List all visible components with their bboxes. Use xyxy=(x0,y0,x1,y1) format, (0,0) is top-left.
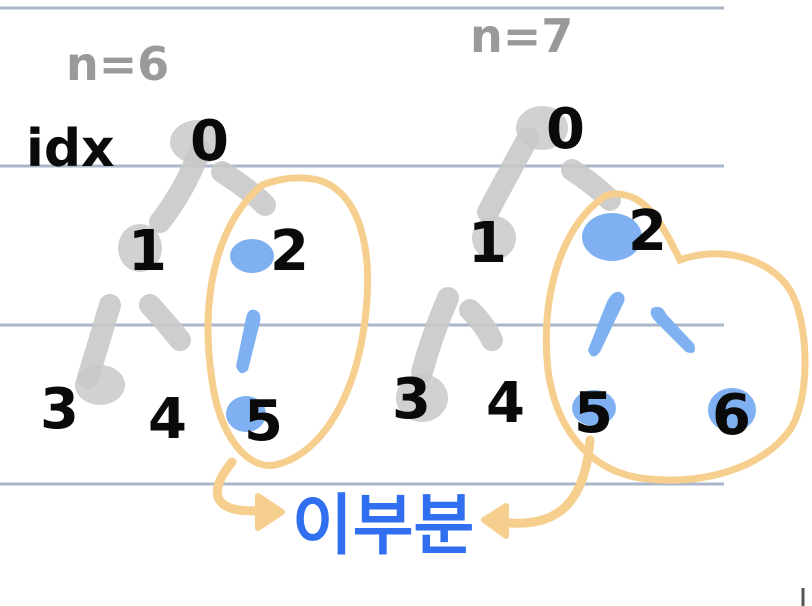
right-arrow-head xyxy=(481,503,509,539)
left-blue-highlights xyxy=(226,239,274,432)
left-node-2: 2 xyxy=(270,219,309,284)
edge-1-3 xyxy=(411,287,459,383)
right-node-2: 2 xyxy=(628,199,667,264)
node-2-highlight xyxy=(582,213,642,261)
left-node-3: 3 xyxy=(40,377,79,442)
left-node-4: 4 xyxy=(148,387,187,452)
left-arrow-to-caption xyxy=(212,457,270,516)
edge-0-2 xyxy=(211,161,276,216)
left-node-0: 0 xyxy=(190,109,229,174)
edge-2-5-highlight xyxy=(588,291,625,357)
node-0-blob xyxy=(170,120,226,164)
left-subtree-outline xyxy=(204,174,371,470)
right-tree-title: n=7 xyxy=(470,9,573,63)
left-tree: n=6 idx 0 1 2 3 4 5 xyxy=(26,37,371,531)
right-node-0: 0 xyxy=(546,97,585,162)
node-1-blob xyxy=(118,224,162,272)
right-node-1: 1 xyxy=(468,211,507,276)
right-tree: n=7 0 1 2 3 4 5 6 xyxy=(392,9,809,539)
right-subtree-outline xyxy=(542,190,809,484)
right-gray-edges xyxy=(411,127,621,383)
right-node-6: 6 xyxy=(712,383,751,448)
right-gray-blobs xyxy=(396,106,568,422)
left-node-5: 5 xyxy=(244,389,283,454)
right-node-5: 5 xyxy=(574,381,613,446)
node-1-blob xyxy=(472,216,516,260)
node-2-highlight xyxy=(230,239,274,273)
edge-1-4 xyxy=(139,294,191,351)
right-arrow-to-caption xyxy=(495,435,595,528)
node-5-highlight xyxy=(572,390,616,426)
subtree-caption: 이부분 xyxy=(292,487,474,564)
node-3-blob xyxy=(396,374,448,422)
edge-0-1 xyxy=(477,127,539,223)
idx-row-label: idx xyxy=(26,119,115,179)
right-blue-highlights xyxy=(572,213,756,432)
right-node-4: 4 xyxy=(486,371,525,436)
edge-2-6-highlight xyxy=(650,306,695,353)
node-5-highlight xyxy=(226,396,266,432)
edge-1-4 xyxy=(459,299,503,351)
node-3-blob xyxy=(75,365,125,405)
node-0-blob xyxy=(516,106,568,150)
left-gray-blobs xyxy=(75,120,226,405)
node-6-highlight xyxy=(708,388,756,432)
left-arrow-head xyxy=(255,493,285,531)
edge-2-5-highlight xyxy=(236,309,261,374)
left-node-1: 1 xyxy=(128,219,167,284)
right-node-3: 3 xyxy=(392,367,431,432)
left-tree-title: n=6 xyxy=(66,37,169,91)
